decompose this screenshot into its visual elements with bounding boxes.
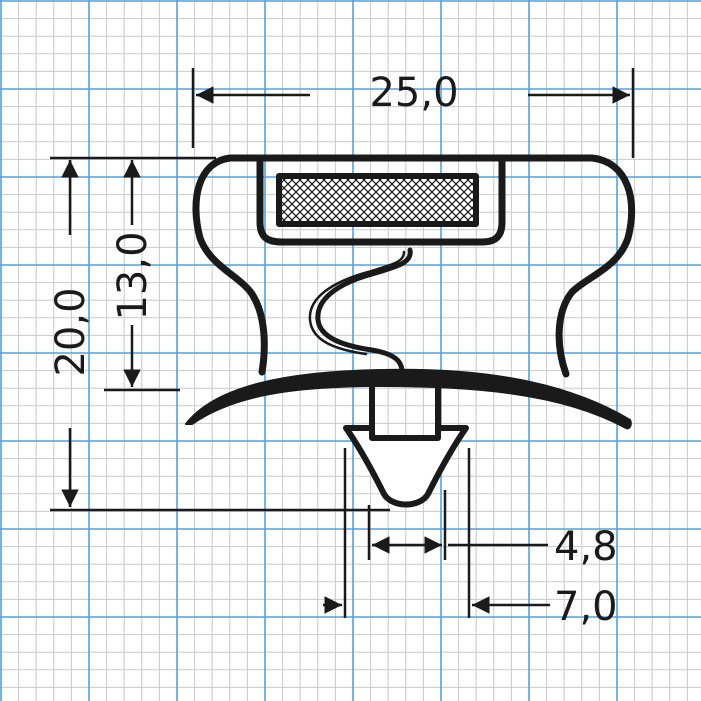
- dimension-labels: 25,0 20,0 13,0 4,8 7,0: [48, 70, 618, 630]
- upper-height-label: 13,0: [110, 231, 156, 320]
- overall-height-label: 20,0: [48, 287, 94, 376]
- dart-width-label: 4,8: [554, 524, 618, 570]
- dimension-lines: [50, 68, 635, 618]
- dart-head: [343, 425, 469, 508]
- dart-stem: [369, 383, 441, 431]
- gasket-base-flange: [185, 368, 632, 430]
- dart-span-label: 7,0: [554, 584, 618, 630]
- fold-membrane: [315, 247, 413, 375]
- overall-width-label: 25,0: [369, 70, 458, 116]
- gasket-outer-body: [192, 154, 636, 378]
- gasket-profile: [185, 154, 636, 508]
- magnet-pocket: [256, 154, 506, 246]
- magnet-strip: [276, 173, 479, 227]
- fold-membrane-inner: [308, 250, 406, 356]
